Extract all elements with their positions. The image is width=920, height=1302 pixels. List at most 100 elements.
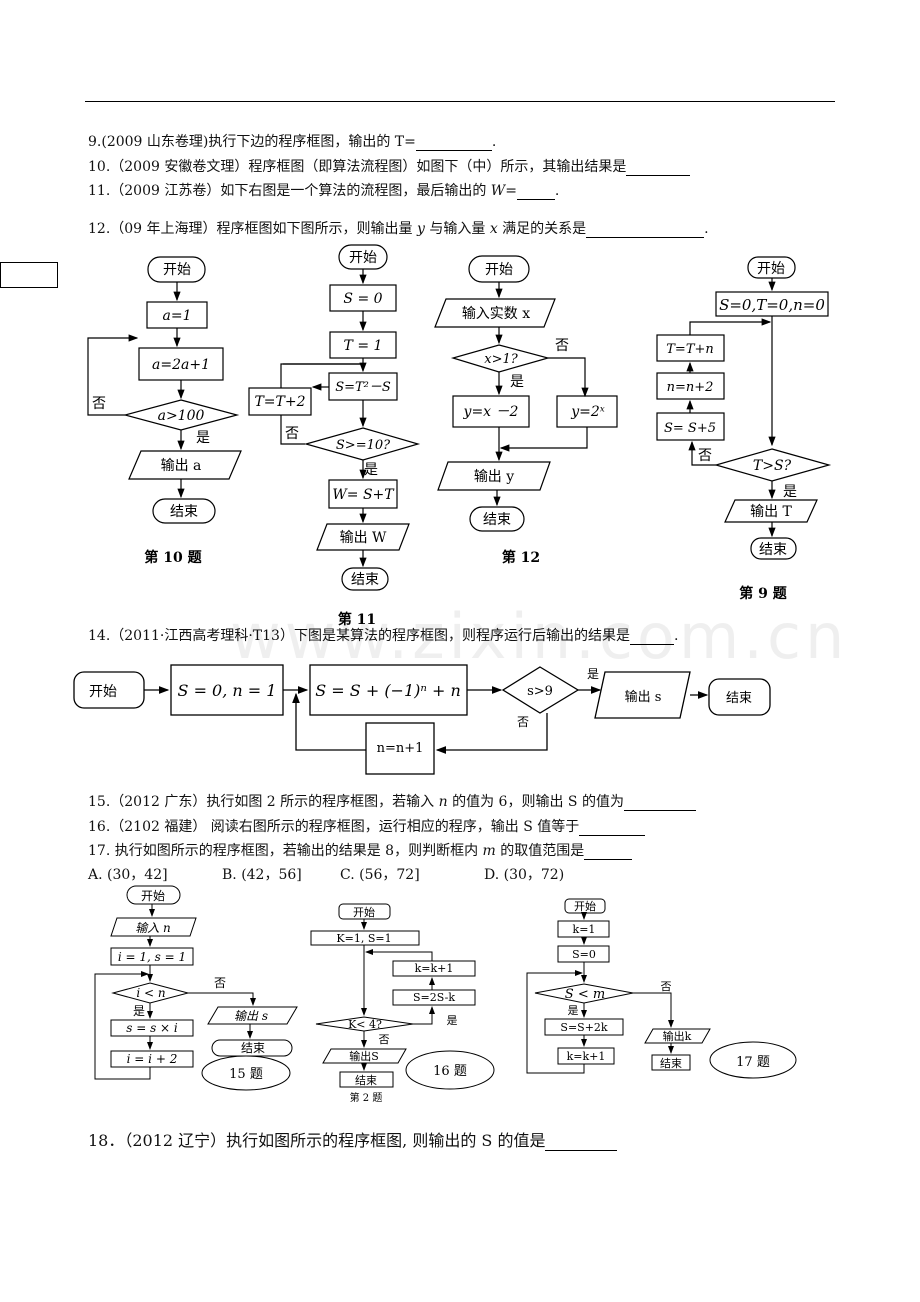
fb-end: 结束	[351, 572, 379, 588]
f16-label: 16 题	[433, 1064, 467, 1079]
f16-caption: 第 2 题	[350, 1091, 383, 1104]
fb-w: W= S+T	[332, 487, 395, 503]
f15-cond: i < n	[136, 986, 165, 1000]
fa-cond: a>100	[158, 408, 205, 424]
f14-output: 输出 s	[625, 689, 662, 705]
option-d: D. (30，72)	[484, 867, 565, 883]
fd-yes: 是	[783, 484, 797, 500]
question-16: 16.（2102 福建） 阅读右图所示的程序框图，运行相应的程序，输出 S 值等…	[88, 816, 646, 836]
flowchart-b	[248, 244, 421, 591]
f14-start: 开始	[89, 684, 117, 700]
fc-start: 开始	[485, 262, 513, 278]
fd-output: 输出 T	[750, 504, 792, 520]
fc-left: y=x －2	[463, 404, 519, 420]
flowchart-15	[94, 885, 298, 1091]
flowchart-14	[73, 664, 771, 775]
f17-no: 否	[661, 980, 672, 993]
fb-yes: 是	[364, 462, 378, 478]
f16-no: 否	[379, 1033, 390, 1046]
f14-step: S = S + (−1)ⁿ + n	[315, 681, 461, 700]
f16-cond: K< 4?	[348, 1018, 382, 1031]
fd-no: 否	[698, 448, 712, 464]
question-17-options: A. (30，42] B. (42，56] C. (56，72] D. (30，72)	[88, 864, 564, 884]
fb-start: 开始	[349, 250, 377, 266]
flowchart-17	[526, 898, 797, 1079]
question-11: 11.（2009 江苏卷）如下右图是一个算法的流程图，最后输出的 W=.	[88, 183, 560, 200]
header-rule	[85, 101, 835, 102]
fd-start: 开始	[757, 261, 785, 277]
question-14: 14.（2011·江西高考理科·T13）下图是某算法的程序框图，则程序运行后输出…	[88, 628, 679, 645]
f15-start: 开始	[141, 889, 165, 903]
f14-end: 结束	[726, 691, 752, 706]
fa-init: a=1	[163, 308, 192, 324]
flowchart-c	[434, 255, 618, 532]
fb-st: S=T²－S	[335, 380, 391, 395]
question-17: 17. 执行如图所示的程序框图，若输出的结果是 8，则判断框内 m 的取值范围是	[88, 840, 633, 860]
question-10: 10.（2009 安徽卷文理）程序框图（即算法流程图）如图下（中）所示，其输出结…	[88, 156, 691, 176]
fc-input: 输入实数 x	[462, 306, 530, 322]
question-12: 12.（09 年上海理）程序框图如下图所示，则输出量 y 与输入量 x 满足的关…	[88, 221, 709, 238]
option-c: C. (56，72]	[340, 867, 420, 883]
fd-nn2: n=n+2	[667, 380, 714, 395]
fd-cond: T>S?	[753, 458, 792, 474]
f15-no: 否	[214, 976, 226, 990]
f17-step: S=S+2k	[560, 1021, 608, 1034]
f15-output: 输出 s	[234, 1009, 268, 1023]
flowchart-a	[87, 256, 242, 524]
f16-s2: S=2S-k	[413, 991, 455, 1004]
flowchart-16	[310, 903, 495, 1090]
f17-s0: S=0	[572, 948, 596, 961]
fa-end: 结束	[170, 504, 198, 520]
f14-no: 否	[517, 715, 529, 729]
option-a: A. (30，42]	[88, 867, 168, 883]
f15-input: 输入 n	[135, 921, 171, 935]
fa-no: 否	[92, 396, 106, 412]
fa-step: a=2a+1	[152, 357, 210, 373]
f15-step1: s = s × i	[126, 1021, 178, 1035]
fc-output: 输出 y	[474, 469, 514, 485]
f15-label: 15 题	[229, 1067, 263, 1082]
f16-init: K=1, S=1	[336, 932, 391, 945]
fa-start: 开始	[163, 262, 191, 278]
f14-init: S = 0, n = 1	[178, 681, 277, 700]
f15-yes: 是	[133, 1004, 145, 1018]
f14-inc: n=n+1	[377, 741, 424, 756]
fc-cond: x>1?	[484, 352, 518, 367]
f17-cond: S < m	[565, 987, 605, 1002]
f16-end: 结束	[355, 1074, 377, 1087]
f16-yes: 是	[447, 1014, 458, 1027]
fb-t1: T = 1	[344, 338, 383, 354]
f14-cond: s>9	[527, 684, 553, 699]
fd-end: 结束	[759, 542, 787, 558]
fc-yes: 是	[510, 374, 524, 390]
option-b: B. (42，56]	[222, 867, 302, 883]
f17-label: 17 题	[736, 1055, 770, 1070]
f17-start: 开始	[574, 899, 596, 913]
f15-step2: i = i + 2	[127, 1052, 178, 1066]
f17-output: 输出k	[663, 1029, 692, 1043]
fc-no: 否	[555, 338, 569, 354]
fd-ss5: S= S+5	[664, 421, 716, 436]
fb-no: 否	[285, 426, 299, 442]
margin-box	[0, 262, 58, 288]
fb-caption: 第 11	[338, 611, 376, 628]
flowchart-d	[656, 256, 832, 560]
f17-kk: k=k+1	[567, 1050, 606, 1063]
f14-yes: 是	[587, 667, 599, 681]
f17-k1: k=1	[573, 923, 596, 936]
fd-ttn: T=T+n	[666, 342, 714, 357]
f15-init: i = 1, s = 1	[118, 950, 186, 964]
fd-caption: 第 9 题	[739, 585, 787, 602]
fa-output: 输出 a	[161, 458, 202, 474]
f17-yes: 是	[568, 1004, 579, 1017]
fc-right: y=2ˣ	[570, 404, 605, 420]
fb-tt: T=T+2	[254, 394, 305, 410]
question-9: 9.(2009 山东卷理)执行下边的程序框图，输出的 T=.	[88, 134, 497, 151]
fa-caption: 第 10 题	[144, 549, 202, 566]
fc-caption: 第 12	[502, 549, 540, 566]
question-15: 15.（2012 广东）执行如图 2 所示的程序框图，若输入 n 的值为 6，则…	[88, 791, 696, 811]
f16-start: 开始	[353, 905, 375, 919]
f16-output: 输出S	[349, 1049, 379, 1063]
watermark: www.zixin.com.cn	[230, 600, 849, 673]
fb-output: 输出 W	[340, 530, 387, 546]
